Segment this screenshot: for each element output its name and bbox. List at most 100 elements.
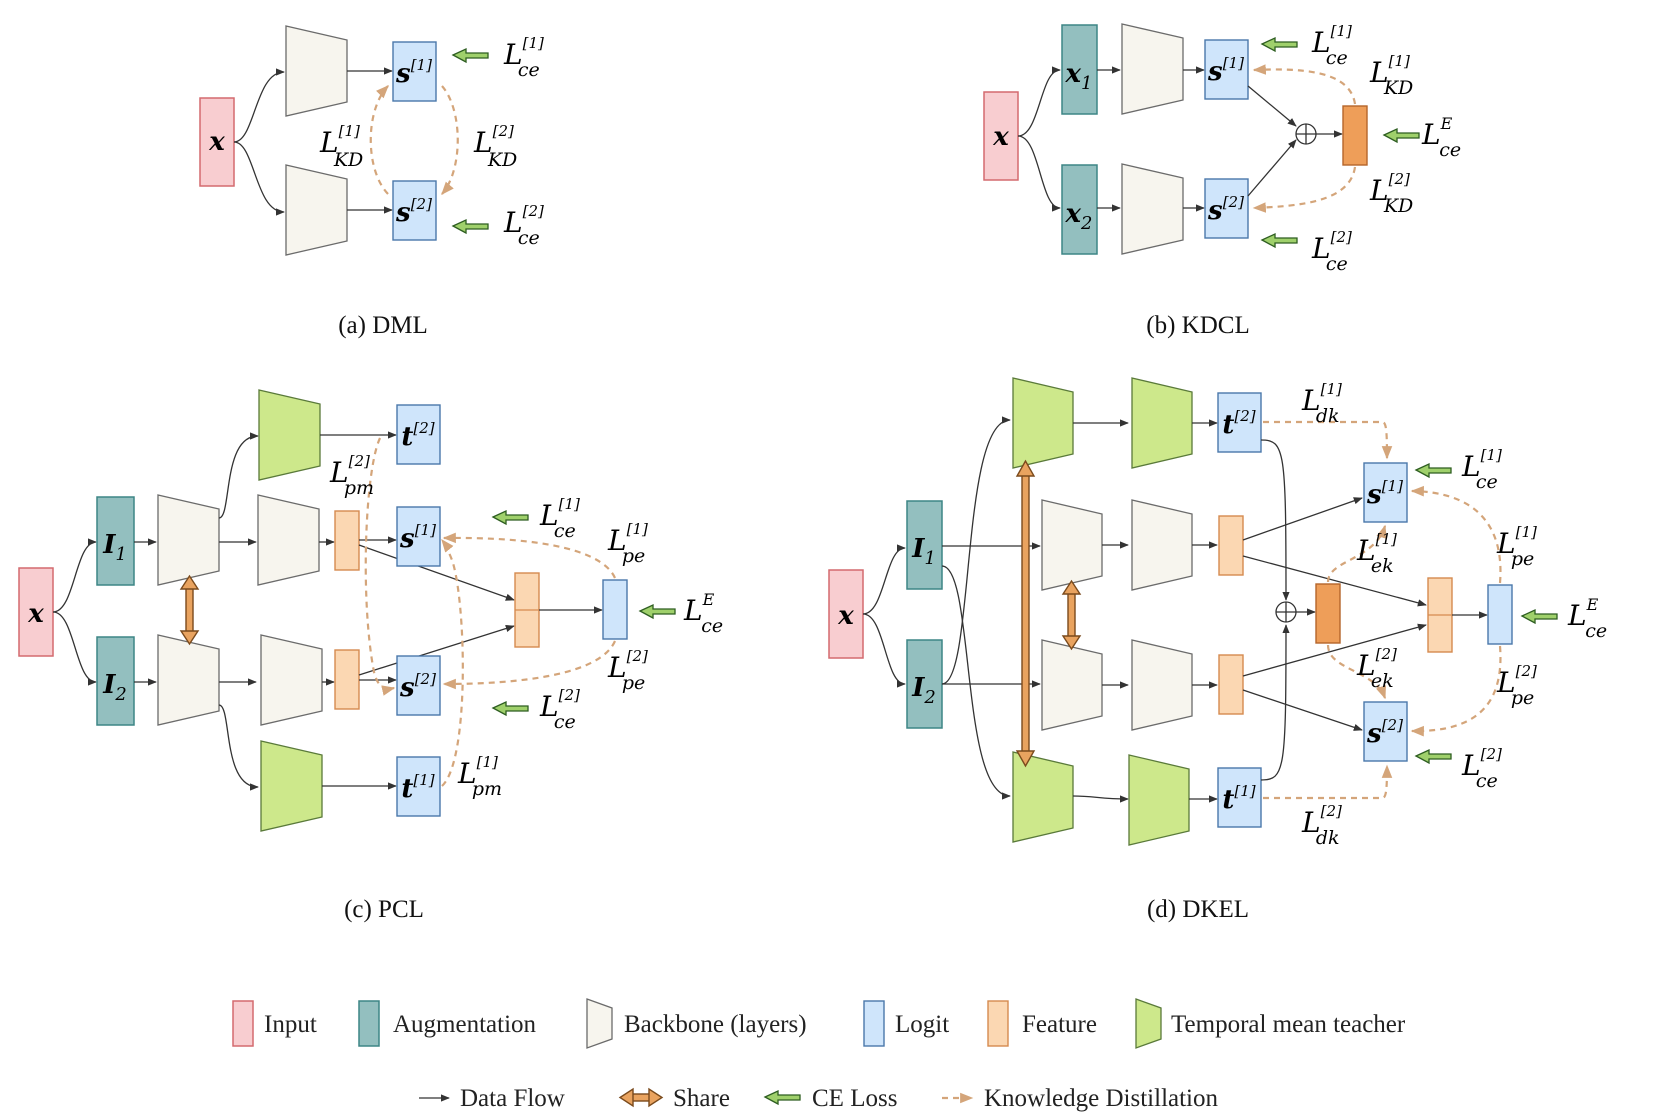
kd-arrow xyxy=(1326,644,1387,700)
loss-pm1-label: L[1]pm xyxy=(457,753,502,800)
loss-dk1-label: L[1]dk xyxy=(1301,380,1342,427)
augmentation-block-x1 xyxy=(1061,24,1098,115)
flow-arrow xyxy=(862,613,906,688)
legend-swatch-temporal xyxy=(1135,998,1162,1049)
legend-label-kd: Knowledge Distillation xyxy=(984,1085,1218,1112)
temporal-teacher-block xyxy=(258,389,321,481)
flow-arrow xyxy=(941,416,1011,685)
loss-ce2-label: L[2]ce xyxy=(539,686,580,733)
panel-a-caption: (a) DML xyxy=(338,312,428,339)
input-label: x xyxy=(208,127,225,157)
loss-pe2-label: L[2]pe xyxy=(607,647,648,694)
ce-loss-arrow xyxy=(638,603,676,620)
share-arrow xyxy=(179,574,200,646)
input-block xyxy=(983,91,1019,181)
aug-x2-label: x2 xyxy=(1065,199,1093,234)
share-arrow-long xyxy=(1015,459,1036,768)
kd-arrow xyxy=(364,437,396,696)
kd-arrow xyxy=(441,85,459,195)
logit-t2-label: t[2] xyxy=(1222,407,1255,440)
augmentation-block-I1 xyxy=(96,496,135,586)
legend-label-augmentation: Augmentation xyxy=(393,1011,537,1038)
flow-arrow xyxy=(218,432,259,519)
ce-loss-arrow xyxy=(1414,748,1452,765)
loss-ce1-label: L[1]ce xyxy=(539,495,580,542)
flow-arrow xyxy=(1017,66,1061,137)
kd-arrow xyxy=(1326,524,1387,583)
legend-label-data-flow: Data Flow xyxy=(460,1085,565,1112)
legend-label-feature: Feature xyxy=(1022,1011,1097,1038)
legend-label-temporal: Temporal mean teacher xyxy=(1171,1011,1406,1038)
flow-arrow xyxy=(233,141,285,216)
logit-s2-label: s[2] xyxy=(1366,716,1403,749)
legend-item-augmentation: Augmentation xyxy=(358,1000,537,1047)
logit-block-s2 xyxy=(392,180,437,241)
kd-arrow xyxy=(441,538,464,787)
kd-arrow xyxy=(1252,166,1357,213)
backbone-block xyxy=(1041,499,1103,591)
legend-item-input: Input xyxy=(232,1000,317,1047)
legend-label-logit: Logit xyxy=(895,1011,949,1038)
feature-block xyxy=(334,649,360,710)
input-block xyxy=(199,97,235,187)
flow-arrow xyxy=(1247,85,1297,127)
loss-ce1-label: L[1]ce xyxy=(1461,446,1502,493)
legend-item-logit: Logit xyxy=(863,1000,949,1047)
logit-s1-label: s[1] xyxy=(399,521,436,554)
logit-s2-label: s[2] xyxy=(399,670,436,703)
legend-item-data-flow: Data Flow xyxy=(419,1085,565,1112)
flow-arrow xyxy=(218,704,259,791)
legend-swatch-share-left xyxy=(618,1087,634,1108)
legend-item-kd: Knowledge Distillation xyxy=(942,1085,1218,1112)
logit-block-s1 xyxy=(392,41,437,102)
feature-block xyxy=(1218,515,1244,576)
backbone-block xyxy=(285,25,348,117)
ce-loss-arrow xyxy=(451,47,489,64)
panel-a-dml: x s[1] s[2] L[1]KD L[2]KD L[1]ce L[2]ce … xyxy=(199,25,544,339)
feature-block xyxy=(1218,654,1244,715)
flow-arrow xyxy=(52,611,97,686)
loss-ce1-label: L[1]ce xyxy=(503,34,544,81)
temporal-teacher-block xyxy=(1131,377,1193,469)
legend-label-ce-loss: CE Loss xyxy=(812,1085,897,1112)
logit-s2-label: s[2] xyxy=(1207,193,1244,226)
backbone-block xyxy=(157,494,220,586)
legend-swatch-backbone xyxy=(586,998,613,1049)
temporal-teacher-block xyxy=(1128,754,1190,846)
legend-swatch-share-right xyxy=(648,1087,664,1108)
legend: Input Augmentation Backbone (layers) Log… xyxy=(232,998,1406,1112)
loss-pe1-label: L[1]pe xyxy=(607,520,648,567)
loss-ce2-label: L[2]ce xyxy=(1311,228,1352,275)
flow-arrow xyxy=(233,68,285,143)
backbone-block xyxy=(1131,499,1193,591)
flow-arrow xyxy=(1242,497,1363,541)
logit-s1-label: s[1] xyxy=(1366,477,1403,510)
loss-ek1-label: L[1]ek xyxy=(1356,530,1397,577)
loss-kd2-label: L[2]KD xyxy=(473,122,517,171)
flow-arrow xyxy=(52,538,97,613)
loss-dk2-label: L[2]dk xyxy=(1301,802,1342,849)
aug-I2-label: I2 xyxy=(102,670,127,705)
logit-s1-label: s[1] xyxy=(1207,54,1244,87)
ce-loss-arrow xyxy=(1260,232,1298,249)
legend-item-ce-loss: CE Loss xyxy=(763,1085,897,1112)
aug-I2-label: I2 xyxy=(911,673,936,708)
kd-arrow xyxy=(1263,764,1393,800)
logit-block-s1 xyxy=(1363,462,1408,523)
flow-arrow xyxy=(1017,135,1061,212)
flow-arrow xyxy=(1242,555,1427,607)
input-label: x xyxy=(27,599,44,629)
legend-swatch-augmentation xyxy=(358,1000,380,1047)
ce-loss-arrow xyxy=(1414,462,1452,479)
augmentation-block-x2 xyxy=(1061,164,1098,255)
kd-arrow xyxy=(442,640,617,690)
legend-swatch-feature xyxy=(987,1000,1009,1047)
flow-arrow xyxy=(1247,139,1297,197)
logit-t2-label: t[2] xyxy=(401,419,434,452)
loss-kd2-label: L[2]KD xyxy=(1369,170,1413,217)
flow-arrow xyxy=(1242,623,1427,677)
loss-kd1-label: L[1]KD xyxy=(1369,52,1413,99)
